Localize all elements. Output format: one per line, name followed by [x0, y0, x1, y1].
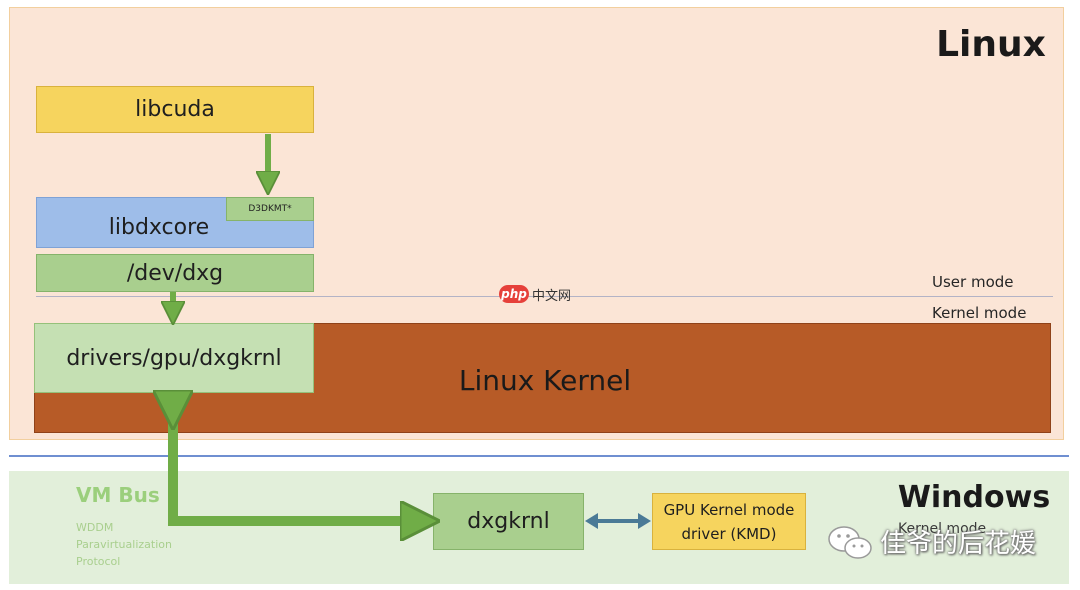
user-mode-label: User mode	[932, 273, 1014, 291]
protocol-line: Protocol	[76, 555, 121, 568]
linux-title: Linux	[936, 23, 1046, 65]
windows-title: Windows	[897, 479, 1051, 515]
vm-bus-label: VM Bus	[76, 483, 160, 507]
linux-kernel-label: Linux Kernel	[458, 363, 632, 397]
libdxcore-label: libdxcore	[108, 214, 210, 240]
windows-dxgkrnl-box: dxgkrnl	[433, 493, 584, 550]
wechat-icon	[828, 526, 872, 559]
protocol-line: WDDM	[76, 521, 114, 534]
gpu-kmd-box: GPU Kernel mode driver (KMD)	[652, 493, 806, 550]
php-watermark-text: 中文网	[532, 289, 572, 304]
kmd-line-1: GPU Kernel mode	[663, 500, 795, 519]
drivers-dxgkrnl-box: drivers/gpu/dxgkrnl	[34, 323, 314, 393]
d3dkmt-box: D3DKMT*	[226, 197, 314, 221]
kmd-line-2: driver (KMD)	[681, 524, 777, 543]
author-watermark: 佳爷的后花媛	[880, 529, 1037, 559]
protocol-line: Paravirtualization	[76, 538, 172, 551]
windows-kernel-mode-label: Kernel mode	[898, 521, 987, 537]
kernel-mode-label: Kernel mode	[932, 304, 1027, 322]
php-watermark-badge: php	[499, 285, 529, 303]
dev-dxg-box: /dev/dxg	[36, 254, 314, 292]
os-separator-line	[9, 455, 1069, 457]
libcuda-box: libcuda	[36, 86, 314, 133]
user-kernel-divider	[36, 296, 1053, 297]
